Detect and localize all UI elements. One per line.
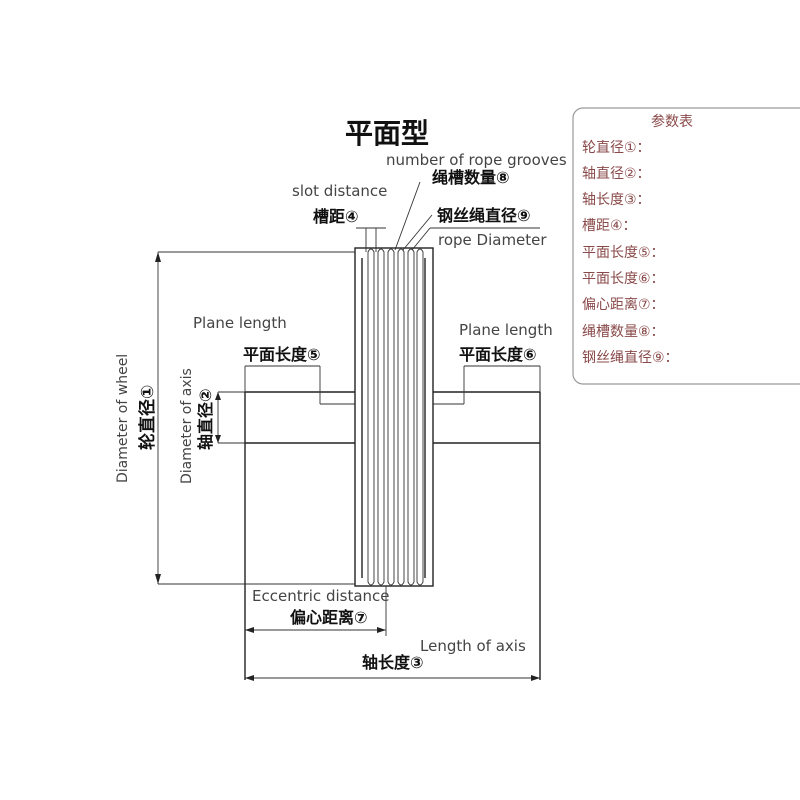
rope-grooves-label-cn: 绳槽数量⑧: [432, 168, 510, 187]
wheel-diameter-dimension: [155, 251, 355, 585]
wheel-diameter-label-cn: 轮直径①: [137, 385, 158, 450]
plane-length-left-label-cn: 平面长度⑤: [243, 345, 321, 364]
slot-distance-dimension: [356, 227, 386, 252]
param-row: 偏心距离⑦：: [582, 296, 665, 313]
plane-length-right-dimension: [433, 365, 541, 405]
axis-length-dimension: [245, 675, 540, 681]
rope-grooves: [367, 248, 424, 586]
param-row: 槽距④：: [582, 218, 637, 234]
eccentric-label-cn: 偏心距离⑦: [290, 608, 368, 627]
param-row: 轮直径①：: [582, 139, 651, 156]
param-row: 钢丝绳直径⑨：: [582, 349, 679, 366]
param-table: 参数表 轮直径①： 轴直径②： 轴长度③： 槽距④： 平面长度⑤： 平面长度⑥：…: [572, 107, 800, 385]
param-row: 轴直径②：: [582, 165, 651, 182]
axis-diameter-label-cn: 轴直径②: [196, 388, 215, 450]
plane-length-left-dimension: [244, 365, 355, 405]
rope-diameter-label-en: rope Diameter: [438, 231, 547, 249]
param-row: 平面长度⑥：: [582, 271, 665, 287]
param-row: 平面长度⑤：: [582, 245, 665, 261]
slot-distance-label-cn: 槽距④: [313, 207, 359, 226]
param-row: 轴长度③：: [582, 192, 651, 208]
leader-lines: [394, 181, 540, 251]
param-row: 绳槽数量⑧：: [582, 324, 665, 340]
wheel-diameter-label-en: Diameter of wheel: [115, 354, 131, 483]
axis-length-label-cn: 轴长度③: [362, 653, 424, 672]
axis-length-label-en: Length of axis: [420, 637, 526, 655]
plane-length-left-label-en: Plane length: [193, 314, 287, 332]
eccentric-distance-dimension: [245, 586, 387, 636]
eccentric-label-en: Eccentric distance: [252, 587, 390, 605]
axis-diameter-label-en: Diameter of axis: [179, 368, 195, 484]
param-table-title: 参数表: [651, 113, 693, 130]
slot-distance-label-en: slot distance: [292, 182, 387, 200]
plane-length-right-label-cn: 平面长度⑥: [459, 345, 537, 364]
diagram-title: 平面型: [345, 117, 429, 150]
rope-grooves-label-en: number of rope grooves: [386, 151, 567, 169]
axis-diameter-dimension: [215, 391, 245, 444]
plane-length-right-label-en: Plane length: [459, 321, 553, 339]
rope-diameter-label-cn: 钢丝绳直径⑨: [437, 206, 531, 225]
